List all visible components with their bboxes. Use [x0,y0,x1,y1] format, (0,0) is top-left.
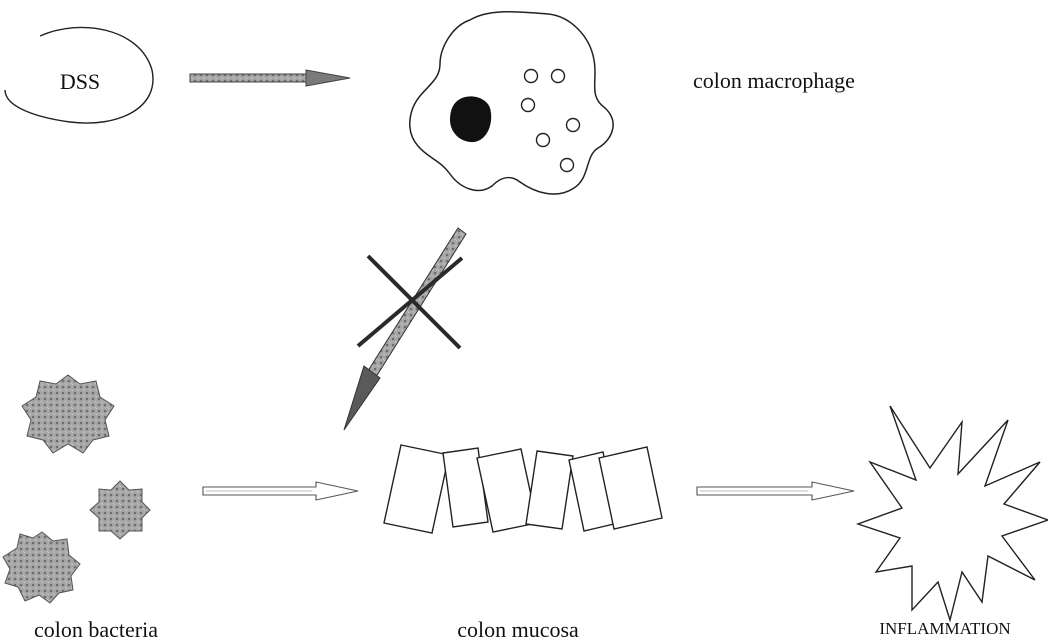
inflammation-node: INFLAMMATION [858,406,1048,638]
bacteria-label: colon bacteria [34,617,158,641]
starburst-icon [858,406,1048,620]
bacteria-to-mucosa-arrow [203,482,358,500]
dss-label: DSS [60,69,100,94]
bacterium-icon [22,375,114,453]
mucosa-cell [526,451,573,529]
macrophage-label: colon macrophage [693,68,855,93]
mucosa-node: colon mucosa [384,445,662,641]
bacteria-node: colon bacteria [3,375,158,641]
macrophage-outline [410,12,613,194]
blocked-arrow [344,228,466,430]
macrophage-node: colon macrophage [410,12,855,194]
mucosa-cell [384,445,449,533]
dss-node: DSS [5,27,153,123]
inflammation-label: INFLAMMATION [879,619,1010,638]
macrophage-nucleus [450,96,491,142]
mucosa-to-inflammation-arrow [697,482,854,500]
dss-to-macrophage-arrow [190,70,350,86]
bacterium-icon [3,532,80,603]
mucosa-label: colon mucosa [457,617,579,641]
x-mark-icon [358,256,462,348]
bacterium-icon [90,481,150,539]
